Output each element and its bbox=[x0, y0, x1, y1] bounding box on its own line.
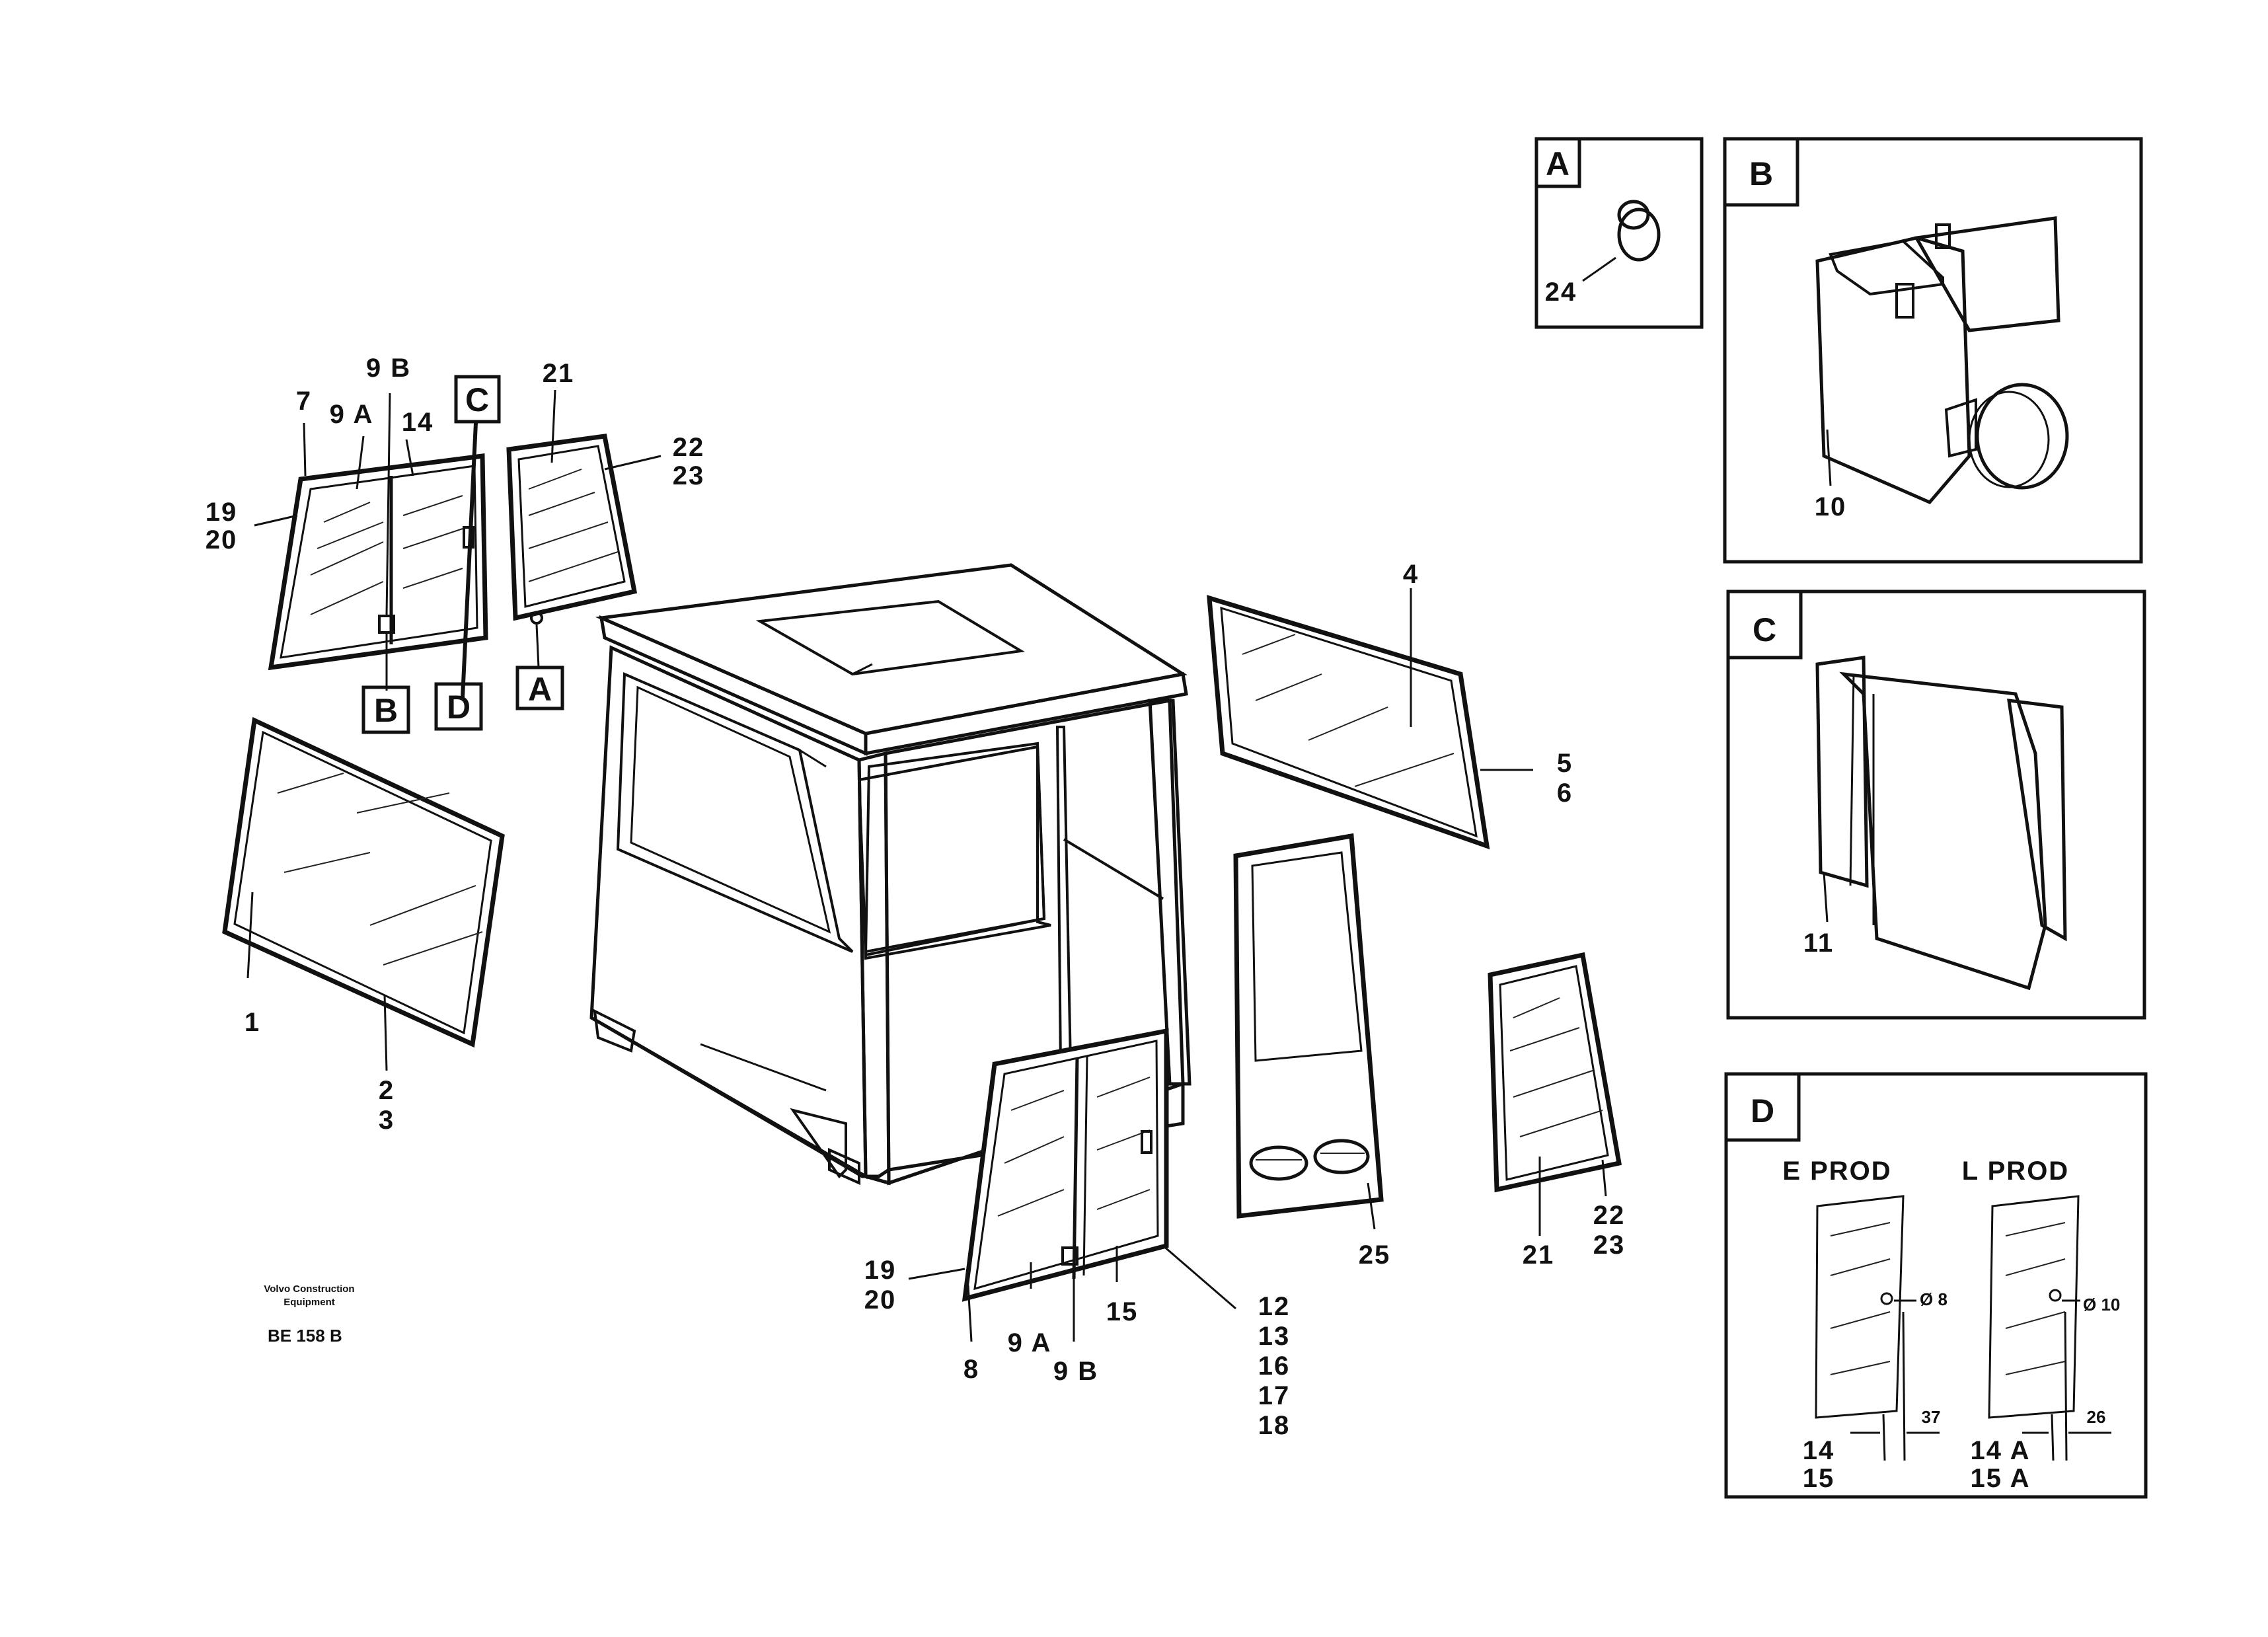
drawing-code: BE 158 B bbox=[268, 1326, 342, 1346]
callout-c-marker: C bbox=[454, 375, 501, 424]
detail-a-panel: A 24 bbox=[1534, 137, 1704, 329]
label-21-bottom: 21 bbox=[1523, 1240, 1555, 1270]
part-labels: 7 9 A 14 9 B 19 20 21 22 23 1 2 3 4 5 6 … bbox=[206, 354, 1626, 1440]
label-1: 1 bbox=[245, 1008, 260, 1037]
label-22-bottom: 22 bbox=[1593, 1201, 1626, 1230]
label-18: 18 bbox=[1258, 1411, 1291, 1440]
callout-b-letter: B bbox=[374, 692, 398, 729]
label-9a-top: 9 A bbox=[330, 400, 374, 429]
dim-e: 37 bbox=[1922, 1407, 1941, 1427]
label-4: 4 bbox=[1403, 560, 1419, 589]
label-24: 24 bbox=[1545, 278, 1577, 307]
label-10: 10 bbox=[1815, 492, 1847, 521]
dia-e: Ø 8 bbox=[1920, 1289, 1947, 1309]
callout-a-marker: A bbox=[515, 666, 564, 710]
detail-d-panel: D E PROD L PROD Ø 8 37 14 15 bbox=[1724, 1072, 2148, 1499]
window-large-left bbox=[222, 716, 505, 1048]
label-23-bottom: 23 bbox=[1593, 1231, 1626, 1260]
label-17: 17 bbox=[1258, 1381, 1291, 1410]
leader-lines bbox=[246, 389, 1607, 1342]
detail-b-panel: B 10 bbox=[1723, 137, 2143, 564]
label-19-bottom: 19 bbox=[864, 1256, 897, 1285]
window-small-right bbox=[1488, 952, 1622, 1193]
l-prod-heading: L PROD bbox=[1962, 1157, 2069, 1186]
label-9a-bottom: 9 A bbox=[1008, 1328, 1052, 1357]
label-23-top: 23 bbox=[673, 461, 705, 490]
label-15-detail: 15 bbox=[1803, 1464, 1835, 1493]
cab-body bbox=[589, 563, 1191, 1186]
label-7: 7 bbox=[296, 387, 312, 416]
label-8: 8 bbox=[964, 1355, 979, 1384]
detail-d-letter: D bbox=[1751, 1092, 1774, 1129]
publisher-line2: Equipment bbox=[284, 1297, 335, 1308]
label-25: 25 bbox=[1359, 1240, 1391, 1270]
label-2: 2 bbox=[379, 1076, 395, 1105]
dim-l: 26 bbox=[2087, 1407, 2106, 1427]
label-13: 13 bbox=[1258, 1322, 1291, 1351]
publisher-block: Volvo Construction Equipment BE 158 B bbox=[264, 1283, 354, 1346]
label-12: 12 bbox=[1258, 1292, 1291, 1321]
label-14-detail: 14 bbox=[1803, 1436, 1835, 1465]
label-14a-detail: 14 A bbox=[1970, 1436, 2030, 1465]
label-9b-bottom: 9 B bbox=[1053, 1357, 1098, 1386]
callout-d-letter: D bbox=[447, 689, 471, 726]
label-15a-detail: 15 A bbox=[1970, 1464, 2030, 1493]
label-6: 6 bbox=[1557, 779, 1573, 808]
e-prod-heading: E PROD bbox=[1782, 1157, 1891, 1186]
window-small-top bbox=[506, 434, 638, 625]
label-14-top: 14 bbox=[402, 408, 434, 437]
door-panel bbox=[1233, 833, 1384, 1219]
detail-c-panel: C 11 bbox=[1726, 590, 2146, 1020]
label-9b-top: 9 B bbox=[366, 354, 411, 383]
window-latch-knob-icon bbox=[1815, 216, 2069, 505]
label-5: 5 bbox=[1557, 749, 1573, 778]
label-3: 3 bbox=[379, 1106, 395, 1135]
window-rear-left bbox=[268, 453, 488, 671]
publisher-line1: Volvo Construction bbox=[264, 1283, 354, 1295]
window-large-right bbox=[1207, 595, 1490, 850]
label-19-top: 19 bbox=[206, 498, 238, 527]
label-21-top: 21 bbox=[543, 359, 575, 388]
detail-b-letter: B bbox=[1749, 155, 1773, 192]
split-ring-icon bbox=[1617, 200, 1661, 262]
callout-b-marker: B bbox=[361, 685, 410, 734]
label-22-top: 22 bbox=[673, 433, 705, 462]
label-20-top: 20 bbox=[206, 525, 238, 554]
window-sliding-front bbox=[962, 1028, 1169, 1302]
label-11: 11 bbox=[1803, 929, 1834, 958]
l-prod-glass bbox=[1988, 1195, 2111, 1461]
label-15-bottom: 15 bbox=[1106, 1297, 1139, 1326]
detail-c-letter: C bbox=[1753, 611, 1776, 648]
callout-d-marker: D bbox=[434, 682, 483, 731]
callout-c-letter: C bbox=[465, 381, 489, 418]
callout-a-letter: A bbox=[528, 671, 552, 708]
e-prod-glass bbox=[1815, 1195, 1940, 1461]
label-20-bottom: 20 bbox=[864, 1285, 897, 1314]
window-catch-icon bbox=[1815, 656, 2067, 991]
detail-a-letter: A bbox=[1546, 145, 1569, 182]
label-16: 16 bbox=[1258, 1351, 1291, 1381]
dia-l: Ø 10 bbox=[2083, 1295, 2120, 1314]
